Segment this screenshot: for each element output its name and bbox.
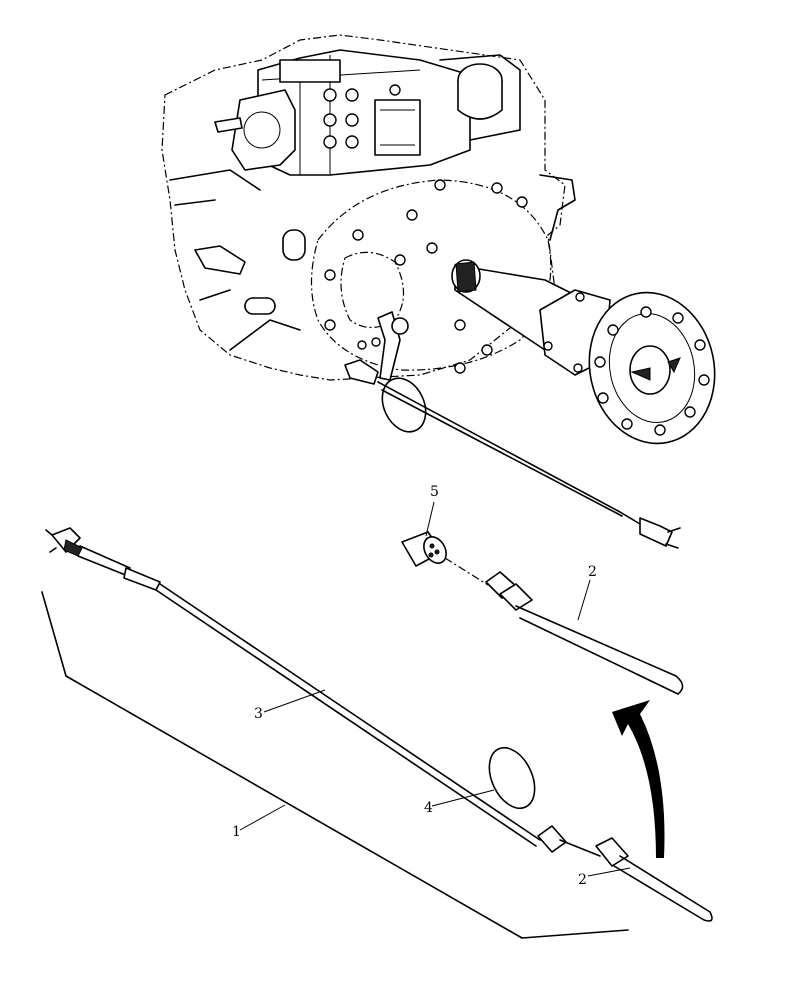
connector-part-5 <box>401 531 447 567</box>
cable-assembly-part-3 <box>45 527 713 922</box>
assembly-bracket <box>41 591 629 939</box>
curved-arrow-icon <box>612 700 665 858</box>
callout-5: 5 <box>430 484 439 500</box>
callout-1: 1 <box>232 824 241 840</box>
alignment-line <box>444 557 489 586</box>
callout-3: 3 <box>254 706 263 722</box>
callout-2-lower: 2 <box>578 872 587 888</box>
callout-2-upper: 2 <box>588 564 597 580</box>
transmission-housing <box>161 34 716 549</box>
callout-4: 4 <box>424 800 433 816</box>
sensor-part-2-upper <box>485 571 684 695</box>
leader-lines <box>239 501 631 877</box>
